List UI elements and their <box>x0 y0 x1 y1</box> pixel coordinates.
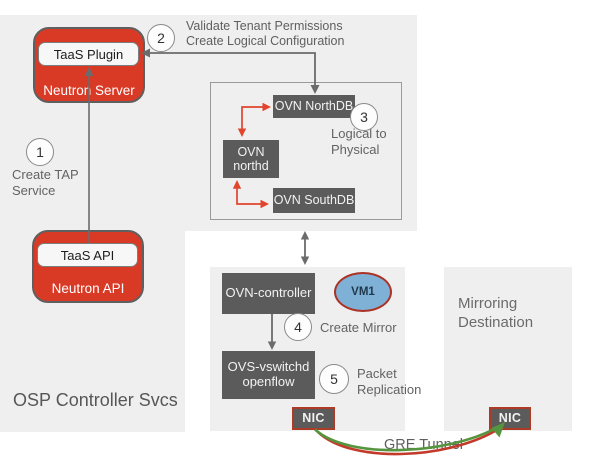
step-2-number: 2 <box>157 30 165 46</box>
step-5-annotation-line1: Packet <box>357 366 397 381</box>
step-1-annotation: Create TAP Service <box>12 167 79 198</box>
vm1-node: VM1 <box>334 272 392 312</box>
taas-plugin-node: TaaS Plugin <box>38 42 139 66</box>
destination-nic-node: NIC <box>489 407 531 430</box>
ovn-controller-label: OVN-controller <box>225 285 312 301</box>
step-1-annotation-line1: Create TAP <box>12 167 79 182</box>
ovn-southdb-label: OVN SouthDB <box>273 193 355 208</box>
step-2-annotation: Validate Tenant Permissions Create Logic… <box>186 19 344 49</box>
mirroring-destination-label-line2: Destination <box>458 313 534 331</box>
step-2-annotation-line2: Create Logical Configuration <box>186 34 345 48</box>
step-3-annotation: Logical to Physical <box>331 126 387 157</box>
step-4-annotation-label: Create Mirror <box>320 320 397 335</box>
mirroring-destination-label-line1: Mirroring <box>458 295 518 312</box>
ovn-sync-double-arrow <box>300 231 310 265</box>
step-5-circle: 5 <box>319 364 349 394</box>
neutron-server-label: Neutron Server <box>43 83 135 98</box>
step-4-circle: 4 <box>284 313 312 341</box>
ovn-controller-node: OVN-controller <box>222 273 315 314</box>
step-1-circle: 1 <box>26 138 54 166</box>
step-3-annotation-line2: Physical <box>331 141 380 157</box>
source-nic-node: NIC <box>292 407 335 430</box>
step-5-annotation: Packet Replication <box>357 366 421 397</box>
ovn-southdb-node: OVN SouthDB <box>273 188 355 213</box>
ovn-northd-node: OVN northd <box>223 140 279 178</box>
step-4-annotation: Create Mirror <box>320 320 397 336</box>
step-5-number: 5 <box>330 371 338 387</box>
osp-controller-svcs-label: OSP Controller Svcs <box>13 390 178 410</box>
neutron-api-label: Neutron API <box>51 281 125 296</box>
taas-api-node: TaaS API <box>37 243 138 267</box>
step-5-annotation-line2: Replication <box>357 381 422 397</box>
ovs-vswitchd-label-line1: OVS-vswitchd <box>227 359 310 375</box>
step-3-circle: 3 <box>350 103 378 131</box>
ovn-northd-label-line1: OVN <box>237 144 265 159</box>
step-2-annotation-line1: Validate Tenant Permissions <box>186 19 343 33</box>
mirroring-destination-label: Mirroring Destination <box>458 295 533 333</box>
step-3-annotation-line1: Logical to <box>331 126 387 141</box>
step-1-annotation-line2: Service <box>12 182 56 198</box>
ovn-northdb-node: OVN NorthDB <box>273 95 355 118</box>
step-2-circle: 2 <box>147 24 175 52</box>
neutron-server-node: TaaS Plugin Neutron Server <box>33 27 145 103</box>
ovn-northdb-label: OVN NorthDB <box>274 99 354 114</box>
source-nic-label: NIC <box>302 411 325 426</box>
gre-tunnel-label: GRE Tunnel <box>384 437 463 453</box>
taas-api-label: TaaS API <box>60 247 115 263</box>
vm1-label: VM1 <box>351 286 375 298</box>
step-4-number: 4 <box>294 319 302 335</box>
ovs-vswitchd-node: OVS-vswitchd openflow <box>222 351 315 399</box>
step-1-number: 1 <box>36 144 44 160</box>
ovn-northd-label-line2: northd <box>233 159 269 173</box>
taas-plugin-label: TaaS Plugin <box>53 46 124 62</box>
mirroring-destination-panel <box>444 267 572 431</box>
neutron-api-node: TaaS API Neutron API <box>32 230 144 303</box>
step-3-number: 3 <box>360 109 368 125</box>
ovs-vswitchd-label-line2: openflow <box>242 374 295 389</box>
destination-nic-label: NIC <box>498 411 522 426</box>
